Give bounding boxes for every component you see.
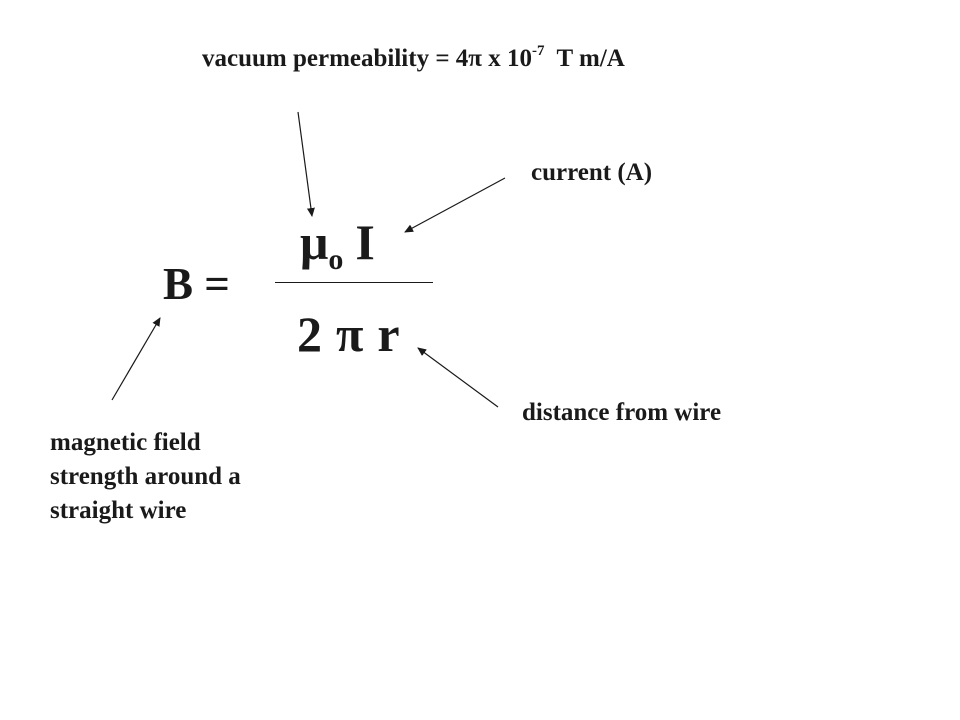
arrow-field — [111, 317, 161, 401]
fraction-bar — [275, 282, 433, 283]
permeability-unit: T m/A — [556, 45, 625, 72]
field-line-1: magnetic field — [50, 429, 201, 456]
permeability-label: vacuum permeability = 4π x 10-7 T m/A — [202, 42, 625, 76]
permeability-text: vacuum permeability = 4π x 10 — [202, 45, 533, 72]
permeability-exponent: -7 — [532, 43, 545, 59]
field-line-2: strength around a — [50, 463, 241, 490]
pi-symbol: π — [336, 306, 364, 362]
mu-subscript: o — [328, 243, 344, 276]
field-line-3: straight wire — [50, 497, 187, 524]
distance-variable: r — [377, 306, 400, 362]
arrow-distance — [417, 347, 499, 408]
current-variable: I — [355, 214, 375, 270]
field-strength-label: magnetic field strength around a straigh… — [50, 426, 330, 528]
arrow-current — [404, 177, 506, 233]
denominator-two: 2 — [297, 306, 322, 362]
mu-symbol: μ — [300, 214, 329, 270]
equation-lhs: B = — [163, 259, 230, 309]
arrow-permeability — [297, 111, 315, 217]
distance-label: distance from wire — [522, 399, 722, 426]
current-label: current (A) — [531, 159, 653, 186]
